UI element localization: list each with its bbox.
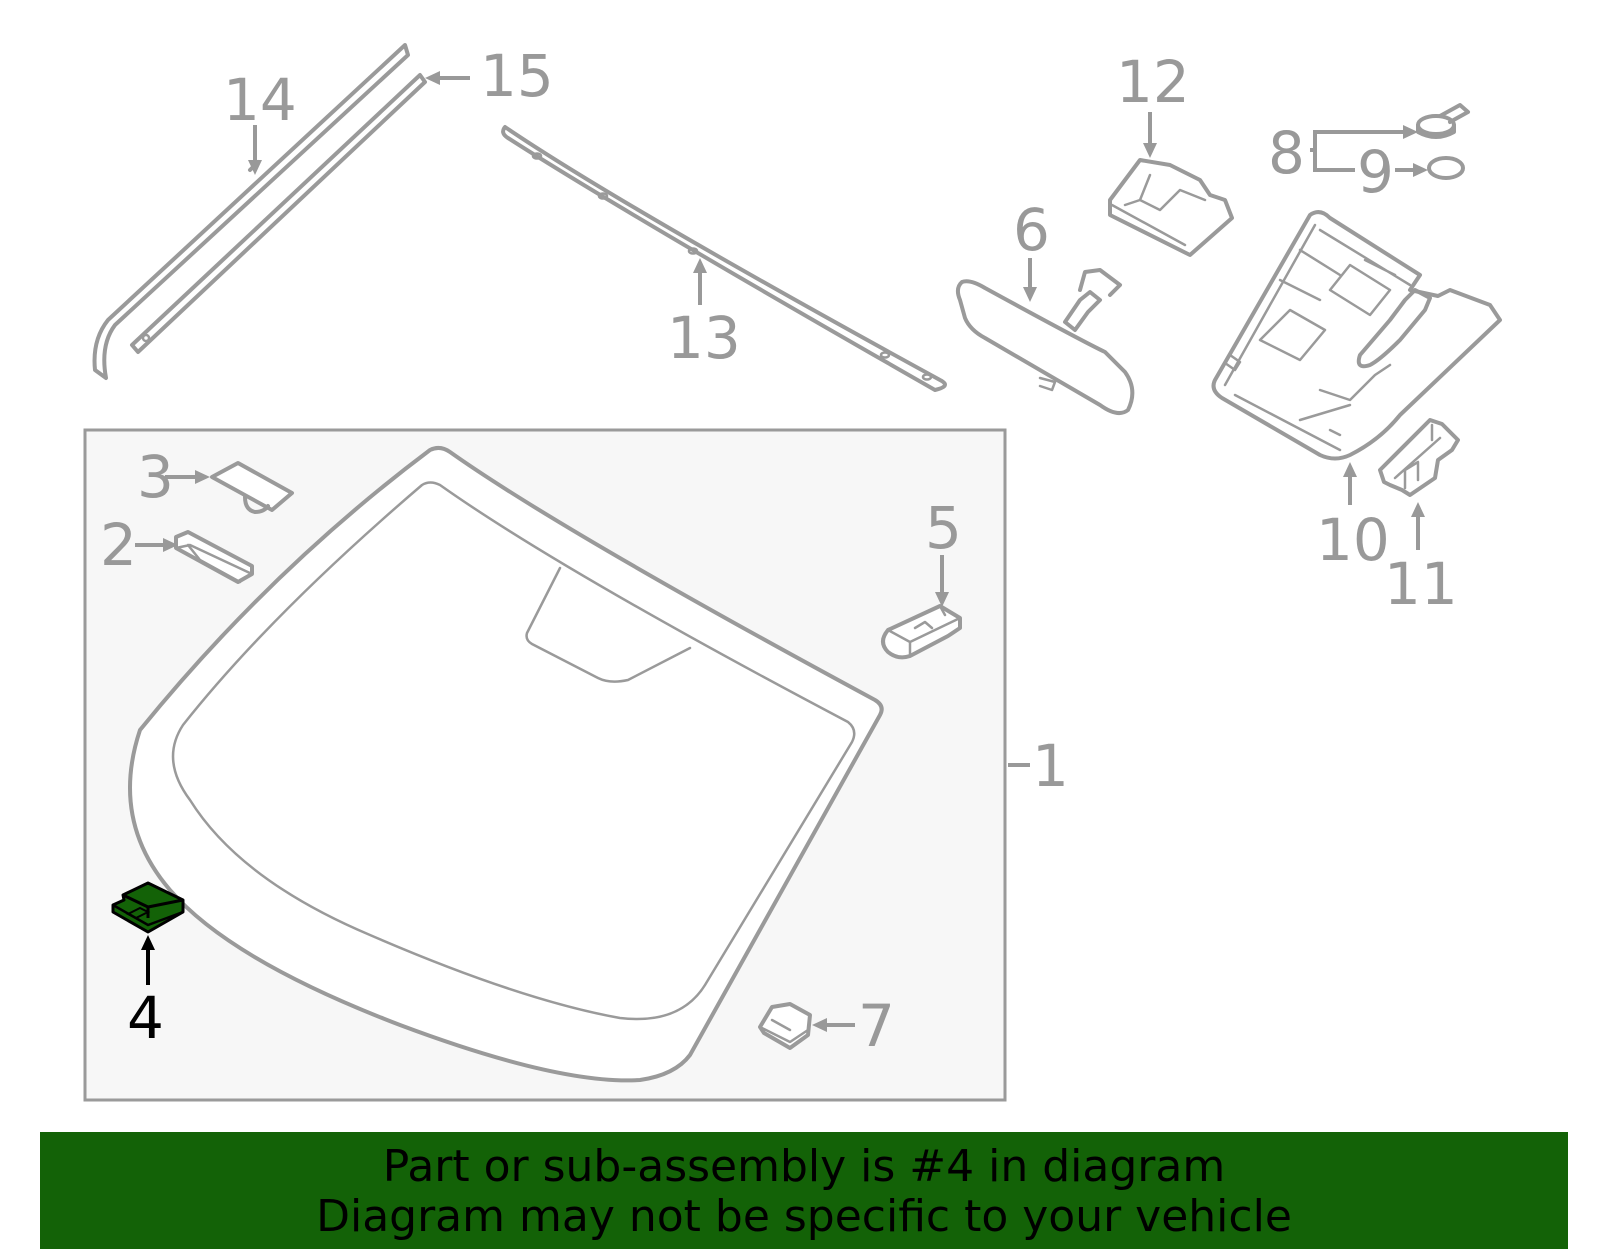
callout-5: 5 bbox=[925, 494, 962, 562]
callout-10: 10 bbox=[1316, 506, 1390, 574]
callout-6: 6 bbox=[1013, 196, 1050, 264]
callout-2: 2 bbox=[100, 511, 137, 579]
callout-15: 15 bbox=[480, 42, 554, 110]
part-15-molding bbox=[130, 73, 427, 354]
info-banner: Part or sub-assembly is #4 in diagram Di… bbox=[40, 1132, 1568, 1249]
callout-11: 11 bbox=[1384, 550, 1458, 618]
part-8-clip bbox=[1416, 103, 1470, 139]
part-10-console bbox=[1211, 210, 1502, 461]
parts-diagram: 1 2 3 4 5 6 7 8 9 10 11 12 13 14 15 bbox=[83, 42, 1502, 1102]
callout-14: 14 bbox=[223, 66, 297, 134]
callout-12: 12 bbox=[1116, 48, 1190, 116]
part-7-clip bbox=[758, 1002, 812, 1050]
callout-1: 1 bbox=[1032, 732, 1069, 800]
callout-4: 4 bbox=[127, 984, 164, 1052]
callout-9: 9 bbox=[1357, 138, 1394, 206]
part-6-mirror bbox=[955, 268, 1135, 416]
part-11-bracket bbox=[1378, 418, 1460, 497]
callout-7: 7 bbox=[858, 992, 895, 1060]
part-1-windshield bbox=[128, 445, 884, 1083]
callout-13: 13 bbox=[667, 304, 741, 372]
part-3-clip bbox=[210, 461, 294, 514]
callout-3: 3 bbox=[137, 443, 174, 511]
leader-lines bbox=[135, 71, 1428, 1032]
part-4-highlighted bbox=[111, 881, 185, 934]
part-5-sensor-bracket bbox=[881, 604, 962, 660]
banner-line-1: Part or sub-assembly is #4 in diagram bbox=[382, 1141, 1226, 1192]
callout-8: 8 bbox=[1268, 119, 1305, 187]
part-12-cover bbox=[1108, 158, 1234, 257]
part-2-clip bbox=[174, 530, 254, 584]
part-9-o-ring bbox=[1427, 156, 1465, 180]
banner-line-2: Diagram may not be specific to your vehi… bbox=[316, 1191, 1292, 1242]
part-13-upper-molding bbox=[501, 125, 947, 392]
